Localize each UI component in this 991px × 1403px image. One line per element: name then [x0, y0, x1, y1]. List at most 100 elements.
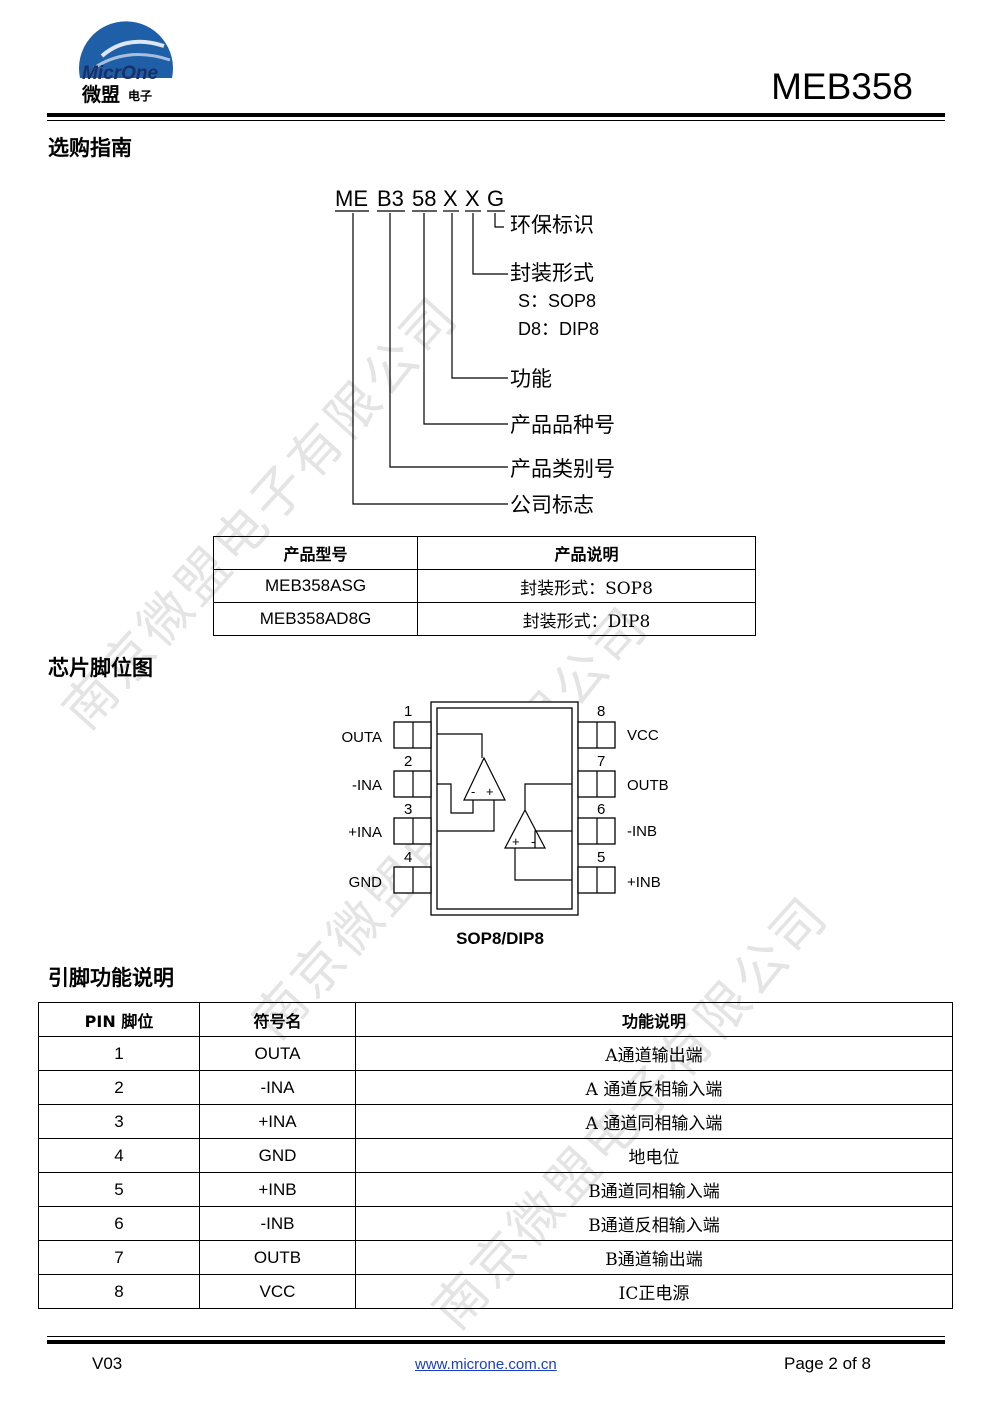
legend-green: 环保标识 — [510, 214, 594, 237]
ordering-model: MEB358ASG — [213, 569, 418, 603]
opamp-a-minus: - — [471, 784, 475, 799]
footer-rule-thick — [47, 1340, 945, 1344]
table-row: MEB358AD8G 封装形式：DIP8 — [213, 602, 756, 636]
legend-package-d8: D8：DIP8 — [518, 319, 599, 339]
opamp-b-minus: - — [531, 834, 535, 849]
code-b3: B3 — [377, 186, 404, 211]
code-58: 58 — [412, 186, 436, 211]
header-rule-thin — [47, 120, 945, 121]
footer-url-link[interactable]: www.microne.com.cn — [415, 1356, 557, 1373]
legend-company: 公司标志 — [510, 494, 594, 517]
pin-symbol: OUTB — [199, 1240, 356, 1275]
opamp-b-plus: + — [512, 834, 520, 849]
pin-number: 2 — [38, 1070, 200, 1105]
legend-package: 封装形式 — [510, 262, 594, 285]
pin-4-name: GND — [349, 874, 383, 891]
legend-package-s: S：SOP8 — [518, 291, 596, 311]
ordering-desc: 封装形式：DIP8 — [417, 602, 756, 636]
pin-function: B通道输出端 — [355, 1240, 953, 1275]
pin-number: 6 — [38, 1206, 200, 1241]
pin-number: 4 — [38, 1138, 200, 1173]
pin-symbol: VCC — [199, 1274, 356, 1309]
legend-function: 功能 — [510, 368, 552, 391]
pin-function: A通道输出端 — [355, 1036, 953, 1071]
pin-6-num: 6 — [597, 801, 605, 818]
ordering-desc: 封装形式：SOP8 — [417, 569, 756, 603]
pin-symbol: GND — [199, 1138, 356, 1173]
pin-function-heading: 引脚功能说明 — [48, 966, 174, 990]
pin-header-function: 功能说明 — [355, 1002, 953, 1037]
opamp-a — [463, 756, 506, 801]
pin-1-num: 1 — [404, 703, 412, 720]
pin-6-name: -INB — [627, 823, 657, 840]
pin-function: 地电位 — [355, 1138, 953, 1173]
pin-7-name: OUTB — [627, 777, 669, 794]
ordering-table: 产品型号 产品说明 MEB358ASG 封装形式：SOP8 MEB358AD8G… — [213, 536, 756, 636]
code-g: G — [487, 186, 504, 211]
footer-rule-thin — [47, 1336, 945, 1337]
pin-symbol: +INA — [199, 1104, 356, 1139]
pin-8-name: VCC — [627, 727, 659, 744]
pin-symbol: -INB — [199, 1206, 356, 1241]
part-number: MEB358 — [771, 66, 913, 107]
logo-text: MicrOne — [82, 63, 158, 84]
code-x2: X — [465, 186, 480, 211]
legend-category: 产品类别号 — [510, 458, 615, 481]
header-rule-thick — [47, 113, 945, 117]
ordering-model: MEB358AD8G — [213, 602, 418, 636]
code-x1: X — [443, 186, 458, 211]
pin-number: 5 — [38, 1172, 200, 1207]
logo-cn: 微盟 — [81, 83, 120, 106]
opamp-b — [504, 808, 546, 849]
ordering-header-desc: 产品说明 — [417, 536, 756, 570]
pin-number: 7 — [38, 1240, 200, 1275]
pin-4-num: 4 — [404, 849, 412, 866]
pin-number: 3 — [38, 1104, 200, 1139]
pin-function: IC正电源 — [355, 1274, 953, 1309]
pin-function: A 通道同相输入端 — [355, 1104, 953, 1139]
ordering-heading: 选购指南 — [48, 136, 132, 160]
pin-1-name: OUTA — [341, 729, 382, 746]
pin-header-symbol: 符号名 — [199, 1002, 356, 1037]
company-logo: MicrOne 微盟 电子 — [79, 21, 173, 106]
footer-page: Page 2 of 8 — [784, 1354, 871, 1373]
footer-version: V03 — [92, 1354, 123, 1373]
pin-3-name: +INA — [348, 824, 382, 841]
pin-3-num: 3 — [404, 801, 412, 818]
table-row: MEB358ASG 封装形式：SOP8 — [213, 569, 756, 603]
pin-number: 8 — [38, 1274, 200, 1309]
pin-8-num: 8 — [597, 703, 605, 720]
pin-number: 1 — [38, 1036, 200, 1071]
pin-2-num: 2 — [404, 753, 412, 770]
pin-7-num: 7 — [597, 753, 605, 770]
pin-symbol: -INA — [199, 1070, 356, 1105]
pinout-diagram: - + + - 1 2 3 4 8 7 6 5 OUTA -INA +INA G… — [341, 701, 669, 948]
pin-2-name: -INA — [352, 777, 382, 794]
pin-function: A 通道反相输入端 — [355, 1070, 953, 1105]
pin-5-num: 5 — [597, 849, 605, 866]
package-label: SOP8/DIP8 — [456, 929, 544, 948]
ordering-header-model: 产品型号 — [213, 536, 418, 570]
pin-5-name: +INB — [627, 874, 661, 891]
pinout-heading: 芯片脚位图 — [48, 656, 153, 680]
logo-cn-small: 电子 — [128, 88, 152, 103]
opamp-a-plus: + — [486, 784, 494, 799]
chip-body-inner — [436, 707, 573, 910]
pin-function: B通道反相输入端 — [355, 1206, 953, 1241]
part-code-diagram: ME B3 58 X X G 环保标识 封装形式 功能 产品品种号 产品类别号 … — [335, 186, 615, 517]
pin-header-number: PIN 脚位 — [38, 1002, 200, 1037]
pin-symbol: OUTA — [199, 1036, 356, 1071]
legend-variety: 产品品种号 — [510, 414, 615, 437]
code-me: ME — [335, 186, 368, 211]
pin-symbol: +INB — [199, 1172, 356, 1207]
pin-function: B通道同相输入端 — [355, 1172, 953, 1207]
